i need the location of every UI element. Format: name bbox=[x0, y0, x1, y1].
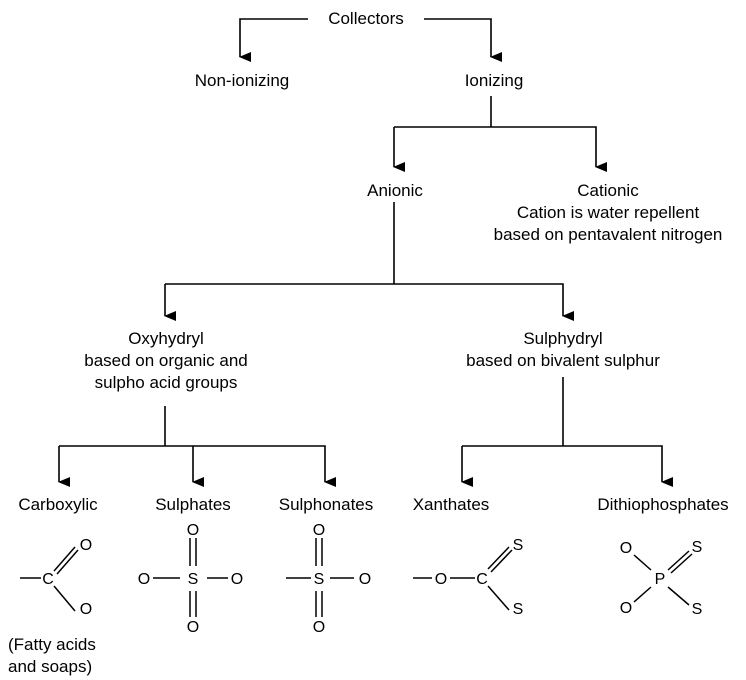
sulphates-structure bbox=[153, 538, 228, 617]
node-non-ionizing: Non-ionizing bbox=[194, 71, 290, 90]
atom-s: S bbox=[513, 537, 524, 554]
atom-o: O bbox=[359, 571, 371, 588]
arrow-to-sulphates bbox=[59, 445, 336, 487]
cationic-title: Cationic bbox=[577, 181, 639, 200]
oxyhydryl-title: Oxyhydryl bbox=[128, 329, 204, 348]
atom-o: O bbox=[187, 522, 199, 539]
node-sulphates: Sulphates bbox=[155, 495, 231, 514]
sulphonates-structure bbox=[286, 538, 354, 617]
arrow-to-ionizing bbox=[424, 18, 502, 62]
arrow-to-cationic bbox=[394, 126, 607, 172]
atom-s: S bbox=[692, 539, 703, 556]
atom-o: O bbox=[313, 522, 325, 539]
xanthates-structure bbox=[413, 546, 513, 611]
atom-o: O bbox=[80, 537, 92, 554]
oxyhydryl-line-2: based on organic and bbox=[84, 351, 248, 370]
arrow-to-dithiophosphates bbox=[462, 445, 673, 487]
node-oxyhydryl: Oxyhydryl based on organic and sulpho ac… bbox=[84, 328, 248, 394]
atom-o: O bbox=[187, 619, 199, 636]
arrow-to-non-ionizing bbox=[239, 18, 308, 62]
dithiophosphates-structure bbox=[633, 550, 693, 606]
node-collectors: Collectors bbox=[328, 9, 404, 28]
atom-c: C bbox=[476, 571, 488, 588]
oxyhydryl-line-3: sulpho acid groups bbox=[94, 373, 238, 392]
atom-o: O bbox=[620, 600, 632, 617]
atom-s: S bbox=[513, 601, 524, 618]
atom-p: P bbox=[655, 571, 666, 588]
atom-s: S bbox=[188, 571, 199, 588]
atom-o: O bbox=[435, 571, 447, 588]
node-cationic: Cationic Cation is water repellent based… bbox=[494, 180, 723, 246]
atom-o: O bbox=[80, 601, 92, 618]
cationic-line-3: based on pentavalent nitrogen bbox=[493, 225, 723, 244]
carboxylic-structure bbox=[20, 546, 79, 612]
node-ionizing: Ionizing bbox=[464, 71, 524, 90]
atom-s: S bbox=[692, 601, 703, 618]
fatty-acids-note: (Fatty acids and soaps) bbox=[8, 634, 96, 678]
arrow-to-sulphydryl bbox=[165, 283, 574, 321]
atom-o: O bbox=[138, 571, 150, 588]
node-carboxylic: Carboxylic bbox=[18, 495, 98, 514]
atom-o: O bbox=[620, 540, 632, 557]
node-dithiophosphates: Dithiophosphates bbox=[597, 495, 729, 514]
node-sulphydryl: Sulphydryl based on bivalent sulphur bbox=[466, 328, 660, 372]
sulphydryl-line-2: based on bivalent sulphur bbox=[466, 351, 660, 370]
atom-s: S bbox=[314, 571, 325, 588]
node-sulphonates: Sulphonates bbox=[278, 495, 374, 514]
atom-c: C bbox=[42, 571, 54, 588]
note-line-1: (Fatty acids bbox=[8, 635, 96, 654]
sulphydryl-title: Sulphydryl bbox=[523, 329, 603, 348]
cationic-line-2: Cation is water repellent bbox=[516, 203, 700, 222]
atom-o: O bbox=[313, 619, 325, 636]
atom-o: O bbox=[231, 571, 243, 588]
node-anionic: Anionic bbox=[367, 181, 423, 200]
node-xanthates: Xanthates bbox=[412, 495, 490, 514]
note-line-2: and soaps) bbox=[8, 657, 93, 676]
